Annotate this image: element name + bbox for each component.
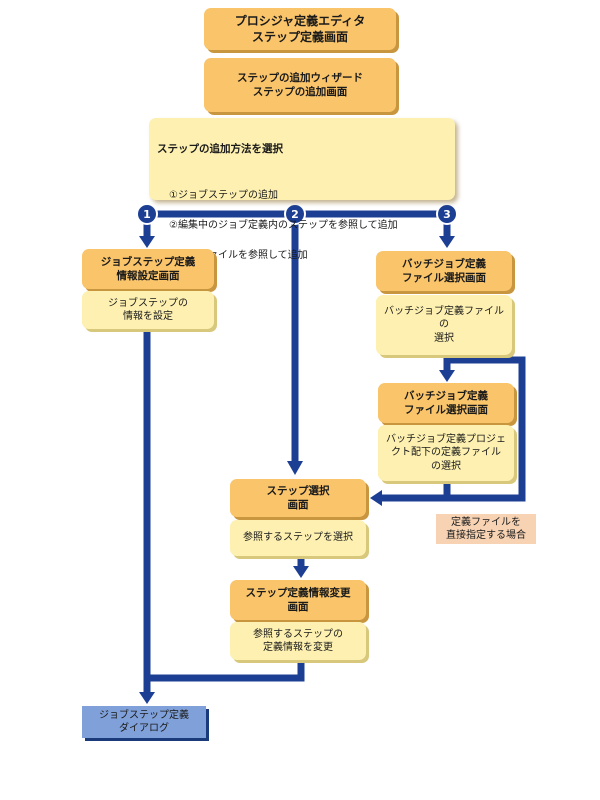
svg-text:3: 3 bbox=[443, 208, 451, 221]
svg-text:2: 2 bbox=[291, 208, 299, 221]
batch-project-file-desc: バッチジョブ定義プロジェ クト配下の定義ファイル の選択 bbox=[378, 425, 514, 481]
jobstep-info-screen: ジョブステップ定義 情報設定画面 bbox=[82, 249, 214, 289]
step-select-desc: 参照するステップを選択 bbox=[230, 520, 366, 556]
step-select-screen: ステップ選択 画面 bbox=[230, 479, 366, 517]
arrowhead-to-step-select bbox=[370, 490, 382, 506]
direct-specify-note: 定義ファイルを 直接指定する場合 bbox=[436, 514, 536, 544]
svg-text:1: 1 bbox=[143, 208, 151, 221]
connector-direct-loop bbox=[380, 356, 526, 502]
jobstep-definition-dialog: ジョブステップ定義 ダイアログ bbox=[82, 706, 206, 738]
badge-3-icon: 3 bbox=[436, 203, 458, 225]
arrowhead-batch-inner bbox=[439, 370, 455, 382]
procedure-editor-step-screen: プロシジャ定義エディタ ステップ定義画面 bbox=[204, 8, 396, 50]
option-reference-step: ②編集中のジョブ定義内のステップを参照して追加 bbox=[169, 220, 398, 232]
arrowhead-to-dialog bbox=[139, 692, 155, 704]
badge-1-icon: 1 bbox=[136, 203, 158, 225]
arrowhead-branch1 bbox=[139, 236, 155, 248]
select-add-method-panel: ステップの追加方法を選択 ①ジョブステップの追加 ②編集中のジョブ定義内のステッ… bbox=[149, 118, 455, 261]
jobstep-info-desc: ジョブステップの 情報を設定 bbox=[82, 291, 214, 329]
badge-2-icon: 2 bbox=[284, 203, 306, 225]
batch-file-select-desc: バッチジョブ定義ファイルの 選択 bbox=[376, 295, 512, 355]
batch-file-select-screen: バッチジョブ定義 ファイル選択画面 bbox=[376, 251, 512, 291]
option-definition-file: ③定義ファイルを参照して追加 bbox=[169, 250, 308, 262]
add-step-wizard-screen: ステップの追加ウィザード ステップの追加画面 bbox=[204, 58, 396, 112]
batch-file-select-screen-2: バッチジョブ定義 ファイル選択画面 bbox=[378, 383, 514, 423]
arrowhead-branch2 bbox=[287, 461, 303, 475]
select-add-method-options: ①ジョブステップの追加 ②編集中のジョブ定義内のステップを参照して追加 ③定義フ… bbox=[169, 173, 451, 278]
select-add-method-title: ステップの追加方法を選択 bbox=[157, 142, 283, 155]
arrowhead-step-to-change bbox=[293, 566, 309, 578]
step-info-change-screen: ステップ定義情報変更 画面 bbox=[230, 580, 366, 620]
option-jobstep: ①ジョブステップの追加 bbox=[169, 190, 278, 202]
step-info-change-desc: 参照するステップの 定義情報を変更 bbox=[230, 622, 366, 660]
connector-change-to-dialog bbox=[147, 660, 305, 682]
arrowhead-branch3 bbox=[439, 236, 455, 248]
